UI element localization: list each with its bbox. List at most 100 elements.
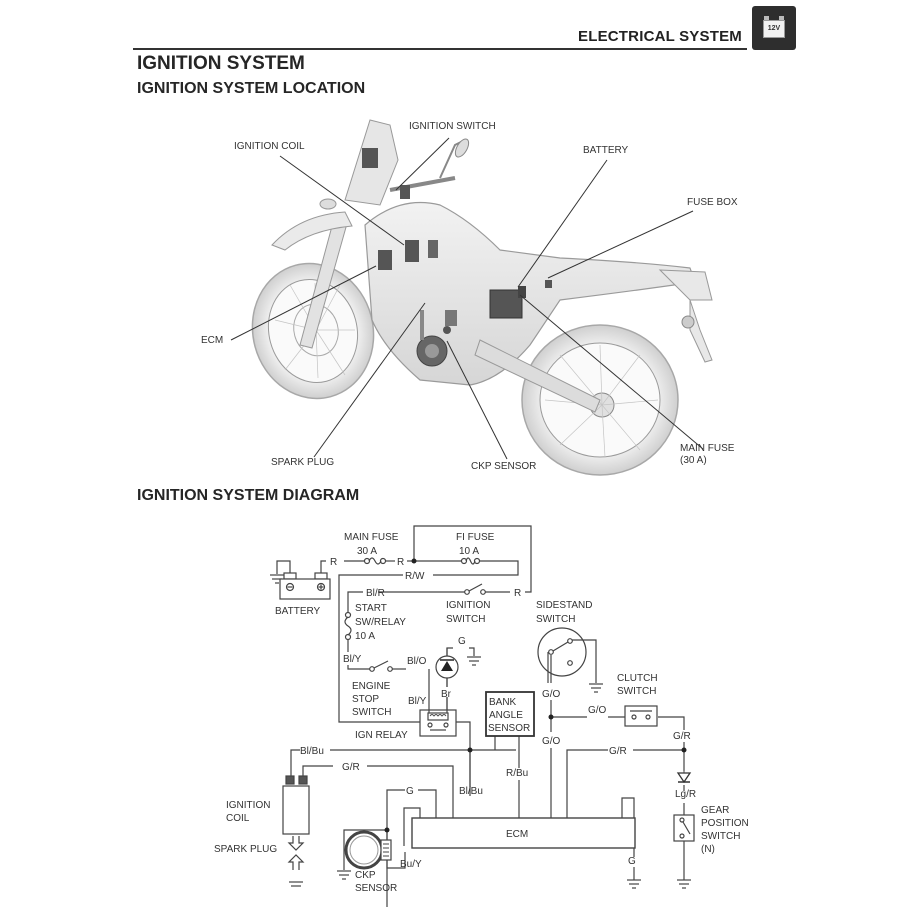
engine-stop-line1: ENGINE [352,681,391,692]
battery-symbol [279,572,331,600]
wire-r-1: R [330,557,337,568]
callout-main-fuse-line2: (30 A) [680,455,707,466]
ecm-label: ECM [506,829,528,840]
swingarm [474,339,601,413]
main-fuse-label: MAIN FUSE [344,532,399,543]
wire-g-diode: G [458,636,466,647]
wire-bl-r: Bl/R [366,588,385,599]
fuse-icon [344,557,481,641]
callout-battery: BATTERY [583,145,629,156]
ckp-sensor-line1: CKP [355,870,376,881]
junction-dots [384,558,687,833]
wire-g-ckp: G [406,786,414,797]
battery-body-icon: 12V [763,20,785,38]
ground-icon [270,574,691,889]
gear-position-switch-symbol [673,814,695,842]
battery-label: BATTERY [275,606,321,617]
gear-position-line1: GEAR [701,805,729,816]
fuse-box-component [545,280,552,288]
callout-spark-plug: SPARK PLUG [271,457,335,468]
wire-g-o-1: G/O [542,689,561,700]
wire-g-o-2: G/O [588,705,607,716]
ign-relay-symbol [419,697,457,737]
ignition-coil-component [405,240,419,262]
ignition-switch-component [400,185,410,199]
ignition-switch-line1: IGNITION [446,600,490,611]
fi-fuse-label: FI FUSE [456,532,495,543]
page-title: IGNITION SYSTEM [137,53,305,74]
main-fuse-rating: 30 A [357,546,377,557]
callout-ecm: ECM [201,335,224,346]
bank-angle-line3: SENSOR [488,723,530,734]
clutch-switch-symbol [624,705,658,727]
wire-g-r-1: G/R [673,731,691,742]
callout-ckp-sensor: CKP SENSOR [471,461,537,472]
clutch-switch-line2: SWITCH [617,686,656,697]
ecm-box [411,817,636,849]
ckp-sensor-symbol [344,830,392,870]
wire-g-ecm: G [628,856,636,867]
clutch-switch-line1: CLUTCH [617,673,658,684]
gear-position-diode-icon [676,771,692,784]
switch-icon [369,583,486,672]
front-fender [271,211,353,251]
battery-terminal-icon [779,16,784,20]
start-relay-line1: START [355,603,387,614]
fi-fuse-rating: 10 A [459,546,479,557]
battery-icon: 12V [752,6,796,50]
sidestand-switch-line2: SWITCH [536,614,575,625]
ignition-coil-line1: IGNITION [226,800,270,811]
battery-terminal-icon [764,16,769,20]
gear-position-line3: SWITCH [701,831,740,842]
wire-br: Br [441,689,452,700]
ignition-coil-symbol [282,775,310,870]
ign-relay-label: IGN RELAY [355,730,408,741]
wire-r-2: R [397,557,404,568]
sidestand-switch-symbol [537,627,587,683]
wire-bl-o: Bl/O [407,656,427,667]
wire-bl-bu-2: Bl/Bu [459,786,483,797]
instrument-panel [362,148,378,168]
diagram-labels: MAIN FUSE 30 A FI FUSE 10 A R R R/W Bl/R… [214,532,749,894]
callout-ignition-coil: IGNITION COIL [234,141,305,152]
start-relay-line3: 10 A [355,631,375,642]
wire-bl-bu-1: Bl/Bu [300,746,324,757]
ignition-switch-line2: SWITCH [446,614,485,625]
diagram-heading: IGNITION SYSTEM DIAGRAM [137,487,360,504]
wire-lg-r: Lg/R [675,789,696,800]
battery-component [489,289,523,319]
section-title: ELECTRICAL SYSTEM [578,28,742,45]
gear-position-line4: (N) [701,844,715,855]
wire-r-3: R [514,588,521,599]
header-divider [133,48,747,50]
callout-leader-lines [230,137,704,460]
gear-position-line2: POSITION [701,818,749,829]
bank-angle-line1: BANK [489,697,517,708]
wire-g-r-2: G/R [609,746,627,757]
bank-angle-line2: ANGLE [489,710,523,721]
engine-stop-line3: SWITCH [352,707,391,718]
callout-fuse-box: FUSE BOX [687,197,738,208]
wire-g-r-3: G/R [342,762,360,773]
ckp-sensor-line2: SENSOR [355,883,397,894]
diode-icon [435,648,459,687]
wire-r-bu: R/Bu [506,768,528,779]
wire-bl-y-2: Bl/Y [408,696,427,707]
start-relay-line2: SW/RELAY [355,617,406,628]
callout-ignition-switch: IGNITION SWITCH [409,121,496,132]
location-heading: IGNITION SYSTEM LOCATION [137,80,366,97]
wire-rw: R/W [405,571,425,582]
wire-bl-y-1: Bl/Y [343,654,362,665]
callout-main-fuse-line1: MAIN FUSE [680,443,735,454]
callout-main-fuse: MAIN FUSE (30 A) [680,443,734,467]
voltage-label: 12V [767,25,781,32]
ignition-coil-line2: COIL [226,813,250,824]
wire-g-o-3: G/O [542,736,561,747]
bank-angle-sensor-box [485,691,535,737]
engine-stop-line2: STOP [352,694,379,705]
wires [276,525,685,907]
spark-plug-label: SPARK PLUG [214,844,277,855]
ecm-component [378,250,392,270]
